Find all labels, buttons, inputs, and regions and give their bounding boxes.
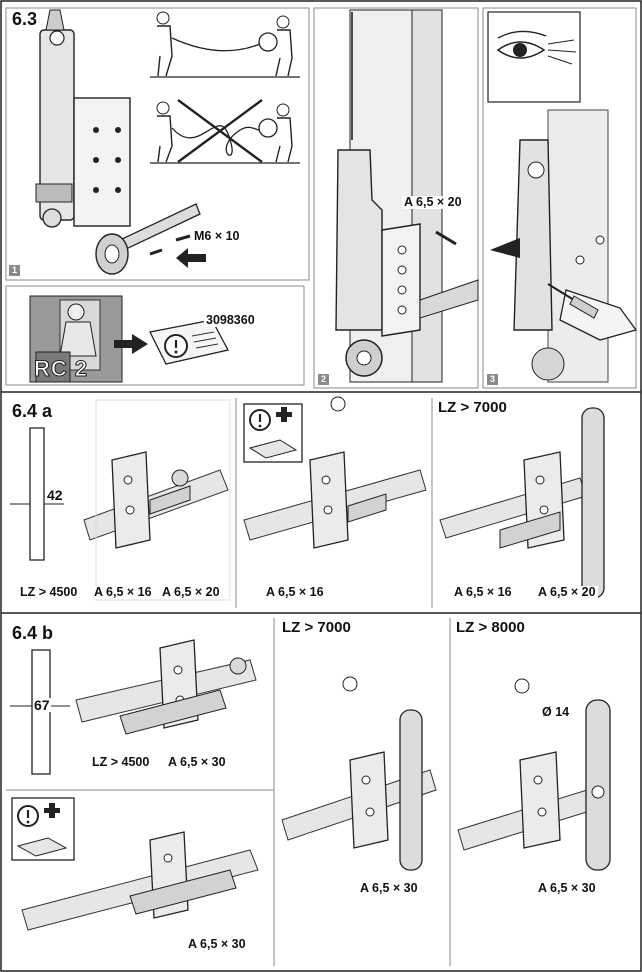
diameter-label: Ø 14 [540, 705, 572, 719]
lz-label-4500-b: LZ > 4500 [90, 755, 152, 769]
panel-number-2: 2 [318, 374, 329, 385]
screwdriver-icon [547, 283, 638, 341]
lz-label-7000-a: LZ > 7000 [438, 399, 507, 416]
screw-label-a20-3: A 6,5 × 20 [536, 585, 598, 599]
rc2-badge: RC 2 [33, 356, 89, 381]
lz-label-4500-a: LZ > 4500 [18, 585, 80, 599]
panel-64a-3-drawing [439, 407, 605, 599]
panel-number-1: 1 [9, 265, 20, 276]
rc2-box [5, 285, 305, 386]
doc-number: 3098360 [204, 313, 257, 327]
panel-64b-3-drawing [281, 618, 451, 966]
screw-label-a16-3: A 6,5 × 16 [452, 585, 514, 599]
screw-label-a16-1: A 6,5 × 16 [92, 585, 154, 599]
eye-icon [487, 11, 581, 103]
screw-label-m6: M6 × 10 [192, 229, 242, 243]
section-title-63: 6.3 [12, 9, 38, 29]
screw-label-a30-1: A 6,5 × 30 [166, 755, 228, 769]
panel-64b-2-drawing [21, 831, 259, 931]
screw-label-a16-2: A 6,5 × 16 [264, 585, 326, 599]
screw-label-a20-1: A 6,5 × 20 [160, 585, 222, 599]
section-title-64b: 6.4 b [12, 623, 54, 643]
panel-64a-1-drawing [10, 398, 237, 608]
tangled-cable-icon [150, 99, 300, 164]
screw-label-a30-3: A 6,5 × 30 [358, 881, 420, 895]
screw-label-a20: A 6,5 × 20 [402, 195, 464, 209]
panel-64a-2-drawing [243, 396, 433, 608]
panel-1-drawing [5, 7, 310, 281]
lz-label-7000-b: LZ > 7000 [282, 619, 351, 636]
panel-3-drawing [482, 7, 637, 389]
rc2-burglar-icon [29, 295, 123, 383]
panel-64b-1-drawing [6, 618, 275, 966]
panel-number-3: 3 [487, 374, 498, 385]
panel-64b-4-drawing [457, 678, 611, 871]
profile-width-67: 67 [33, 697, 51, 713]
lz-label-8000: LZ > 8000 [456, 619, 525, 636]
section-title-64a: 6.4 a [12, 401, 53, 421]
info-plus-box-icon-2 [11, 797, 75, 861]
person-cable-icon [150, 11, 300, 78]
screw-label-a30-4: A 6,5 × 30 [536, 881, 598, 895]
warning-doc-icon [114, 319, 229, 365]
screw-label-a30-2: A 6,5 × 30 [186, 937, 248, 951]
profile-width-42: 42 [46, 487, 64, 503]
info-plus-box-icon [243, 403, 303, 463]
